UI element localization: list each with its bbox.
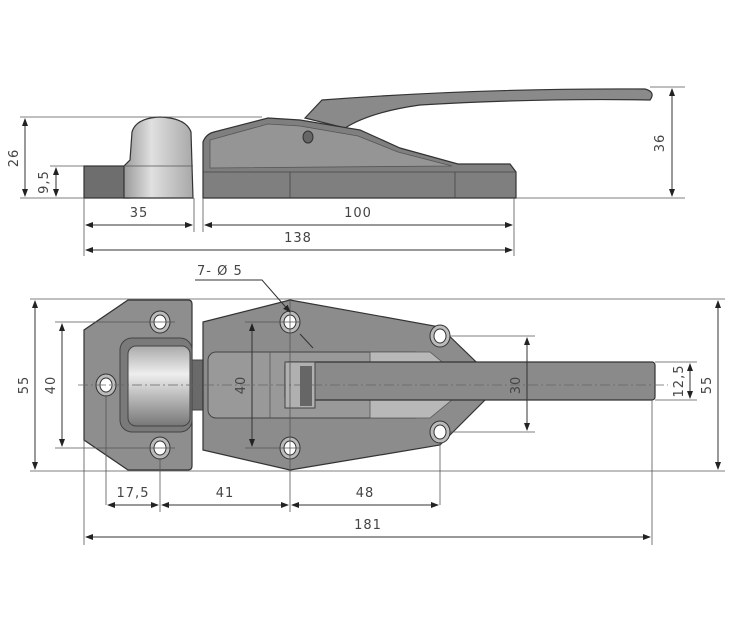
dim-total-length-side: 138 bbox=[284, 231, 312, 246]
keeper-cylinder bbox=[127, 345, 191, 427]
dim-handle-width: 12,5 bbox=[672, 365, 687, 398]
dim-offset-3: 48 bbox=[356, 486, 375, 501]
dim-keeper-holes: 40 bbox=[44, 376, 59, 395]
dim-overall-height: 26 bbox=[7, 149, 22, 168]
dim-offset-2: 41 bbox=[216, 486, 235, 501]
hole-note: 7- Ø 5 bbox=[197, 264, 243, 279]
dim-width-left: 55 bbox=[17, 376, 32, 395]
keeper-dome-side bbox=[123, 116, 194, 199]
lever-top bbox=[284, 361, 656, 401]
dim-width-right: 55 bbox=[700, 376, 715, 395]
dim-keeper-length: 35 bbox=[130, 206, 149, 221]
dim-offset-1: 17,5 bbox=[117, 486, 150, 501]
dim-rear-holes: 30 bbox=[509, 376, 524, 395]
side-view: 26 9,5 36 35 100 138 bbox=[7, 86, 685, 256]
handle-side bbox=[303, 88, 653, 129]
pivot-pin-icon bbox=[302, 130, 314, 144]
hole-note-leader bbox=[195, 279, 291, 313]
dim-body-holes: 40 bbox=[234, 376, 249, 395]
dim-total-length-top: 181 bbox=[354, 518, 382, 533]
dim-body-length: 100 bbox=[344, 206, 372, 221]
dim-base-height: 9,5 bbox=[37, 170, 52, 194]
keeper-base-side bbox=[83, 165, 131, 199]
hole-icon bbox=[429, 420, 451, 444]
dim-handle-height: 36 bbox=[653, 134, 668, 153]
top-view: 7- Ø 5 55 40 40 30 12,5 55 17,5 41 48 18… bbox=[17, 264, 725, 545]
hole-icon bbox=[429, 324, 451, 348]
